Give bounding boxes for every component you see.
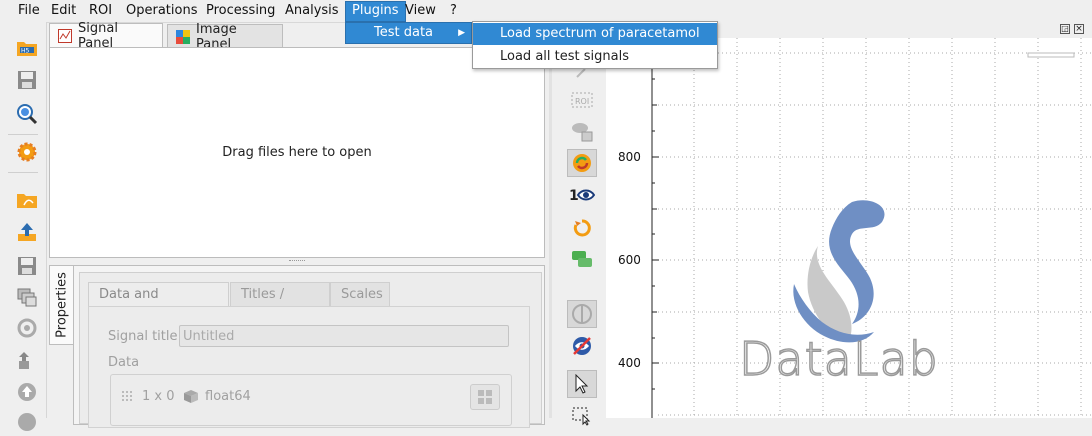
settings-icon[interactable] [12,138,42,166]
properties-label: Properties [54,272,69,338]
shape-value: 1 x 0 [142,389,175,404]
plot-toolbar: ROI 1 [558,22,606,426]
subtab-titles-units[interactable]: Titles / Units [230,282,330,326]
save-h5-icon[interactable] [12,66,42,94]
tab-image-panel[interactable]: Image Panel [167,22,283,52]
svg-text:ROI: ROI [575,97,589,106]
menu-edit[interactable]: Edit [51,3,77,18]
refresh-icon[interactable] [12,314,42,342]
y-tick-label: 800 [618,150,641,164]
chat-icon[interactable] [567,246,597,274]
main-toolbar: H5 [0,22,47,431]
svg-text:1: 1 [569,188,579,204]
menu-load-paracetamol[interactable]: Load spectrum of paracetamol [473,23,717,45]
menu-help[interactable]: ? [450,3,457,18]
contrast-icon[interactable] [567,300,597,328]
panel-divider[interactable] [549,22,552,418]
move-arrow-icon[interactable] [567,58,597,86]
select-icon[interactable] [567,402,597,430]
signal-title-input[interactable]: Untitled [179,325,509,347]
menu-bar: File Edit ROI Operations Processing Anal… [0,0,1092,23]
move-icon[interactable] [12,346,42,374]
signal-list-dropzone[interactable]: Drag files here to open [49,47,545,258]
refresh-orange-icon[interactable] [567,214,597,242]
menu-operations[interactable]: Operations [126,3,198,18]
plot-dock-header: ◲ × [606,22,1092,38]
roi-icon[interactable]: ROI [567,86,597,114]
float-icon[interactable]: ◲ [1060,24,1070,34]
data-label: Data [108,355,140,370]
grid-icon [121,390,135,408]
test-data-label: Test data [374,25,434,40]
open-file-icon[interactable] [12,186,42,214]
subtab-data-metadata[interactable]: Data and metadata [88,282,229,326]
dtype-value: float64 [205,389,251,404]
dtype-icon [183,389,199,408]
tab-properties[interactable]: Properties [49,265,73,345]
menu-processing[interactable]: Processing [206,3,276,18]
h5-browser-icon[interactable] [12,100,42,128]
duplicate-icon[interactable] [12,284,42,312]
subtab-scales[interactable]: Scales [330,282,390,306]
test-data-submenu: Load spectrum of paracetamol Load all te… [472,21,718,69]
arrow-cursor-icon[interactable] [567,370,597,398]
one-eye-icon[interactable]: 1 [567,181,597,209]
svg-text:H5: H5 [21,48,30,55]
annotation-icon[interactable] [567,118,597,146]
menu-load-all-signals[interactable]: Load all test signals [500,49,629,64]
signal-icon [58,29,72,43]
no-eye-icon[interactable] [567,332,597,360]
down-icon[interactable] [12,408,42,436]
save-file-icon[interactable] [12,252,42,280]
splitter-handle[interactable] [49,258,545,264]
menu-plugins[interactable]: Plugins [345,1,406,22]
datalab-logo [793,200,885,343]
chevron-right-icon: ▶ [458,28,465,38]
y-tick-label: 400 [618,356,641,370]
plot-canvas[interactable]: 800 600 400 DataLab [606,38,1092,418]
tab-signal-panel[interactable]: Signal Panel [49,21,163,51]
signal-title-label: Signal title [108,329,178,344]
datalab-watermark: DataLab [738,331,939,387]
close-icon[interactable]: × [1074,24,1084,34]
open-h5-icon[interactable]: H5 [12,34,42,62]
menu-test-data[interactable]: Test data ▶ [346,23,471,43]
upload-icon[interactable] [12,218,42,246]
menu-roi[interactable]: ROI [89,3,113,18]
up-icon[interactable] [12,378,42,406]
dropzone-text: Drag files here to open [222,145,372,160]
plugins-dropdown: Test data ▶ [345,22,472,44]
menu-file[interactable]: File [18,3,40,18]
auto-scale-icon[interactable] [567,149,597,177]
menu-view[interactable]: View [405,3,436,18]
menu-analysis[interactable]: Analysis [285,3,339,18]
array-view-button[interactable] [470,384,500,410]
y-tick-label: 600 [618,253,641,267]
image-icon [176,29,190,44]
table-icon [478,390,492,404]
